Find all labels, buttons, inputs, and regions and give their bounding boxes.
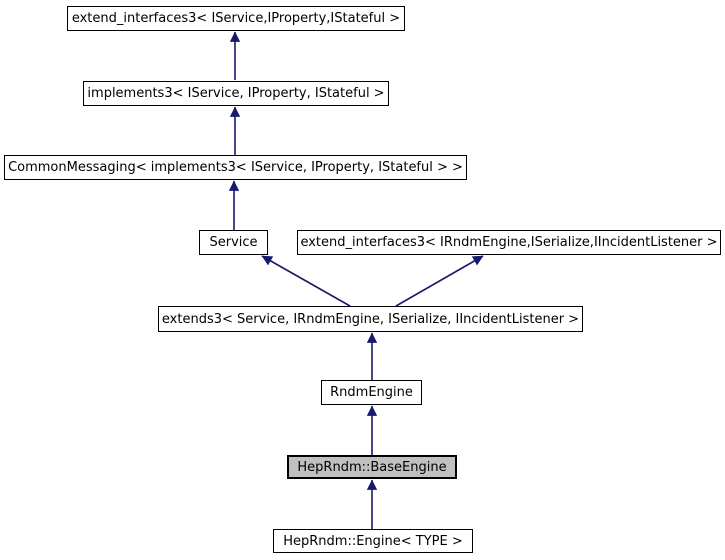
class-node-common-messaging[interactable]: CommonMessaging< implements3< IService, … <box>4 155 467 180</box>
class-node-extend-interfaces3-iservice[interactable]: extend_interfaces3< IService,IProperty,I… <box>67 6 405 31</box>
class-node-implements3[interactable]: implements3< IService, IProperty, IState… <box>83 81 389 106</box>
inheritance-arrow <box>395 255 484 307</box>
class-node-rndmengine[interactable]: RndmEngine <box>321 380 422 405</box>
class-node-heprndm-baseengine: HepRndm::BaseEngine <box>287 455 457 479</box>
class-node-heprndm-engine-type[interactable]: HepRndm::Engine< TYPE > <box>273 529 473 553</box>
class-node-service[interactable]: Service <box>199 230 268 255</box>
class-node-extends3[interactable]: extends3< Service, IRndmEngine, ISeriali… <box>158 306 583 332</box>
class-node-extend-interfaces3-irndmengine[interactable]: extend_interfaces3< IRndmEngine,ISeriali… <box>297 230 721 255</box>
inheritance-arrow <box>261 255 351 307</box>
